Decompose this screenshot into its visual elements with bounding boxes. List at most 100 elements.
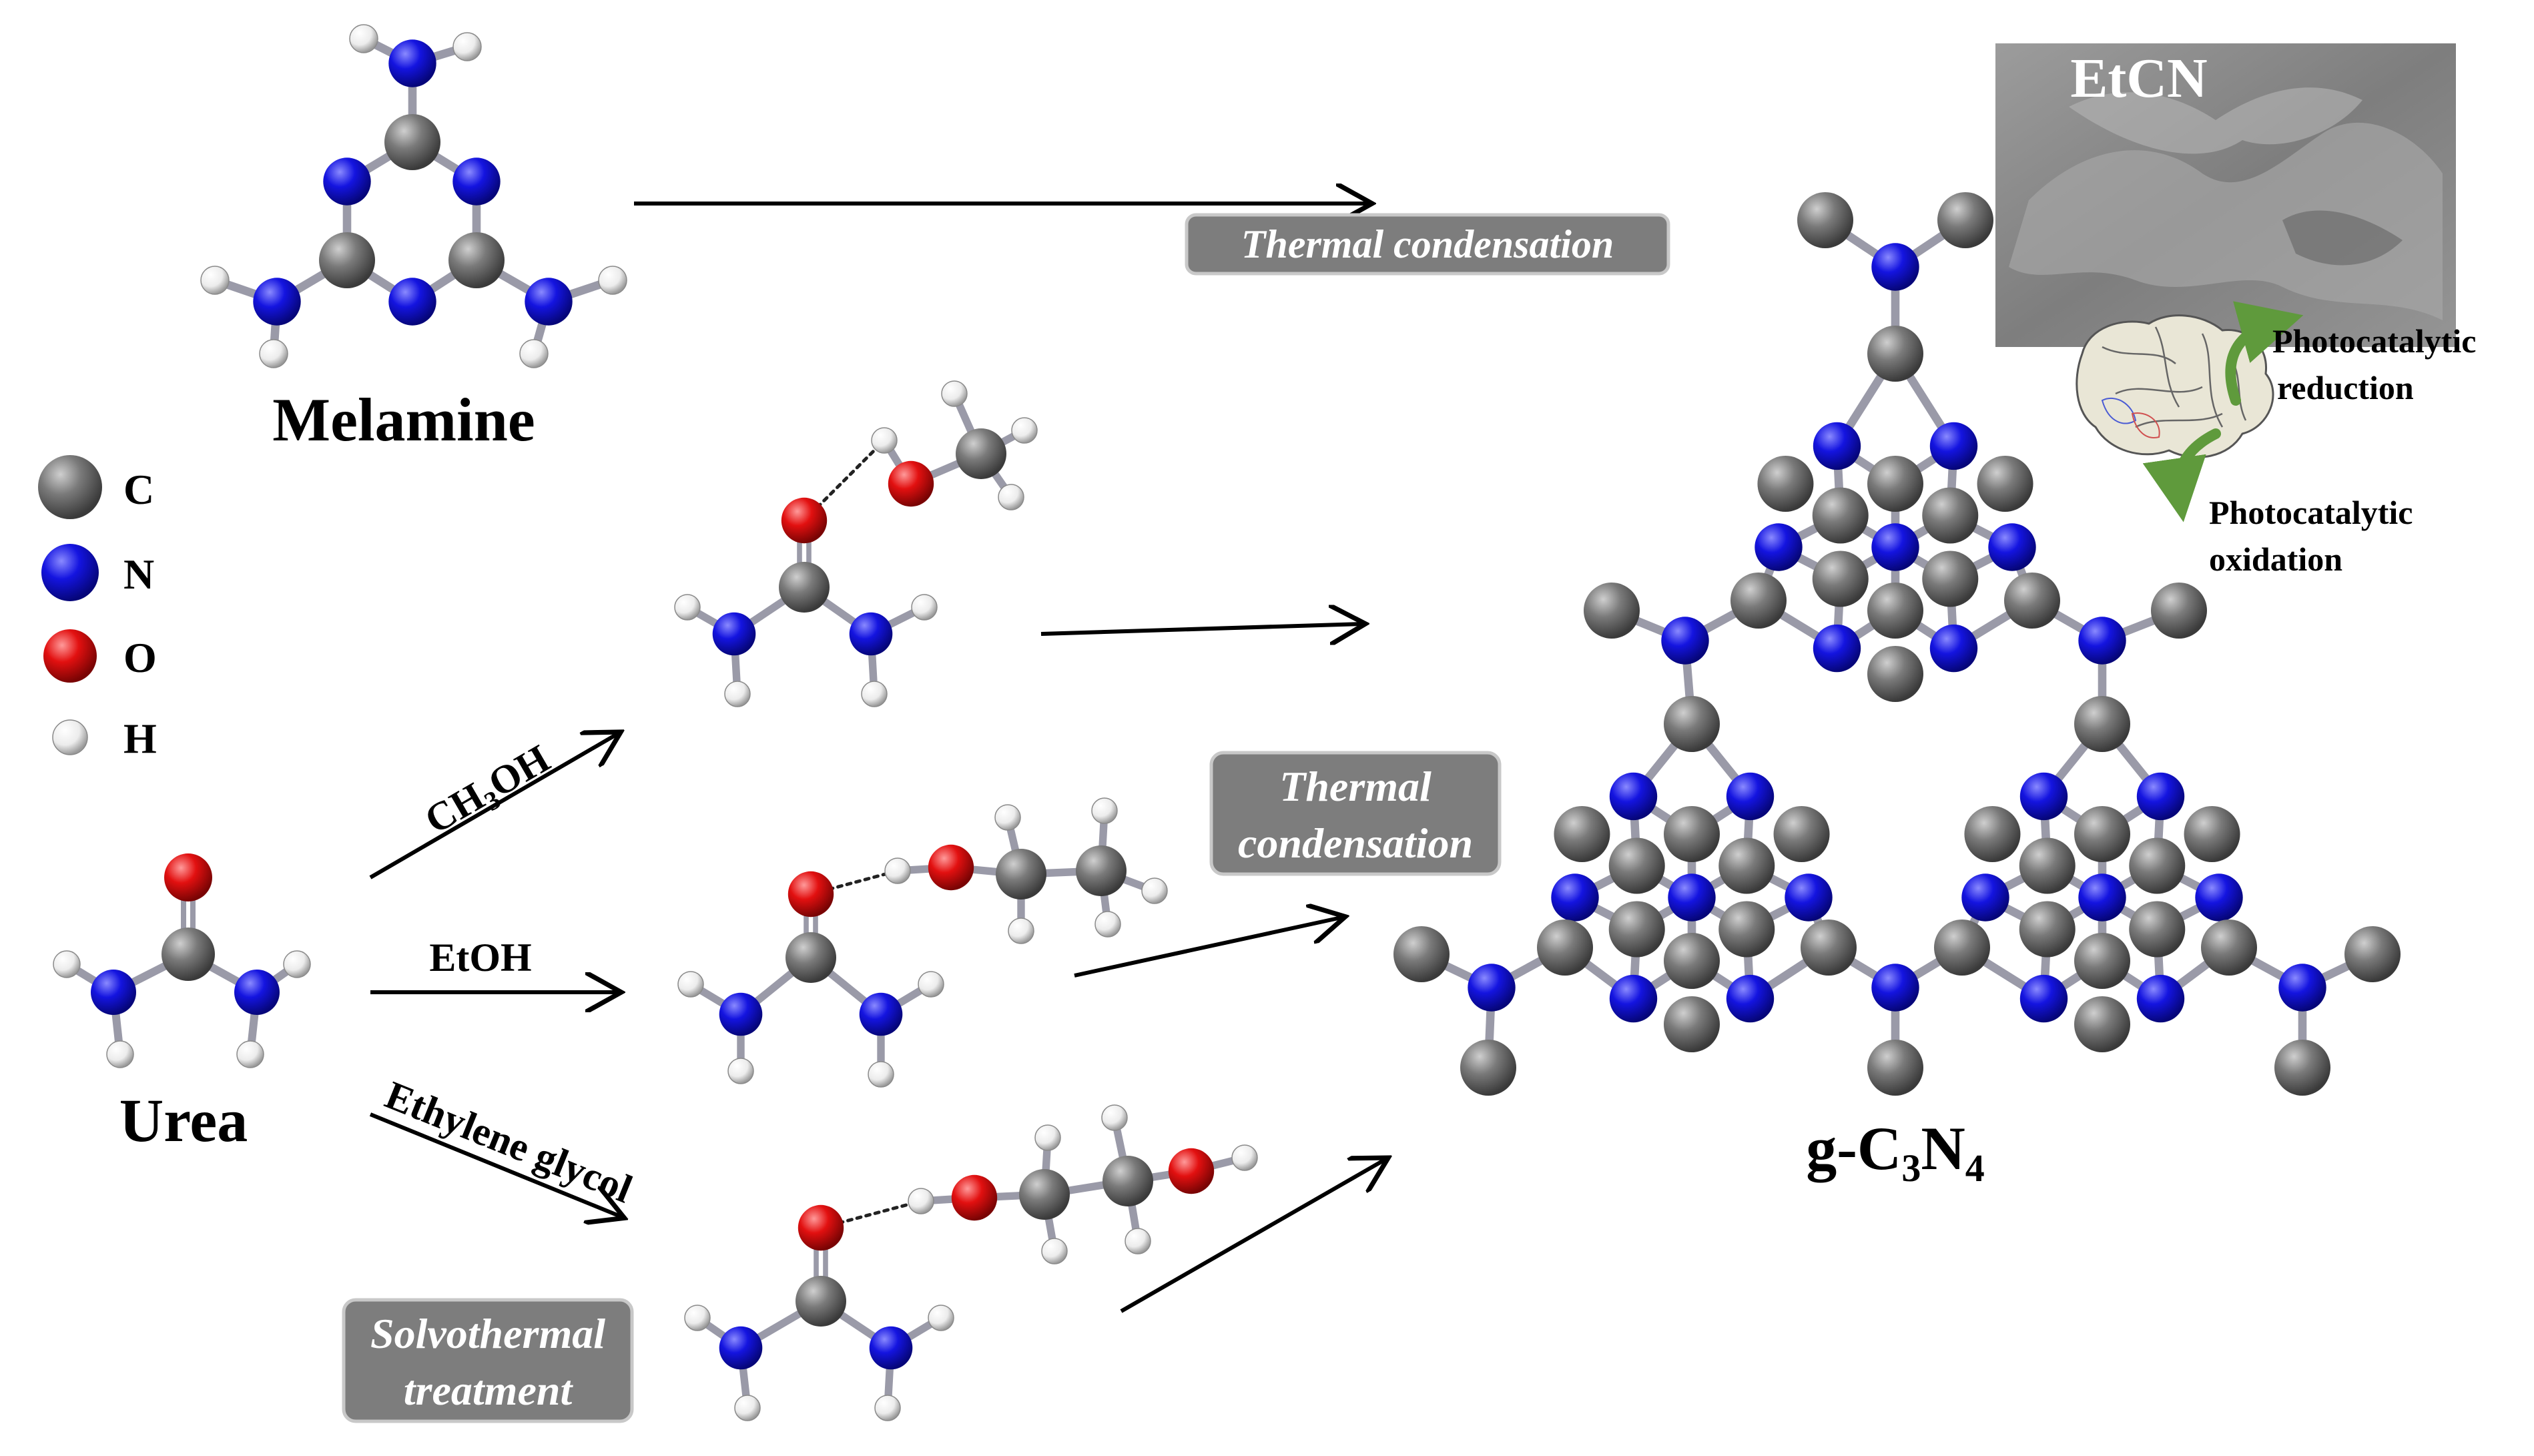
nitrogen-atom — [1813, 422, 1861, 470]
reagent-ethylene-glycol: Ethylene glycol — [380, 1073, 639, 1212]
carbon-atom — [2074, 696, 2130, 752]
hydrogen-atom — [106, 1040, 134, 1068]
carbon-atom — [1537, 920, 1593, 976]
hydrogen-atom — [994, 804, 1021, 831]
nitrogen-atom — [719, 992, 763, 1036]
hydrogen-atom — [283, 950, 311, 978]
carbon-atom — [2151, 583, 2207, 639]
photocatalytic-oxidation-line2: oxidation — [2209, 540, 2342, 578]
hydrogen-atom — [1101, 1104, 1128, 1131]
legend-carbon-label: C — [123, 466, 154, 513]
nitrogen-atom — [719, 1326, 763, 1370]
hydrogen-atom — [1091, 797, 1118, 824]
oxygen-atom — [787, 871, 834, 918]
carbon-atom — [2274, 1040, 2330, 1096]
nitrogen-atom — [1929, 422, 1978, 470]
hydrogen-atom — [941, 380, 968, 407]
carbon-atom — [1554, 806, 1610, 862]
solvothermal-treatment-box: Solvothermal treatment — [342, 1298, 634, 1423]
g-c3n4-structure — [1393, 192, 2401, 1096]
hydrogen-atom — [861, 681, 888, 707]
nitrogen-atom — [1609, 772, 1658, 821]
nitrogen-atom — [1813, 624, 1861, 673]
carbon-atom — [448, 232, 505, 288]
hydrogen-atom — [349, 24, 378, 53]
oxygen-atom — [164, 853, 212, 901]
nitrogen-atom — [1755, 523, 1803, 571]
particle-highlight-red — [2131, 412, 2160, 438]
hydrogen-atom — [724, 681, 751, 707]
carbon-atom — [384, 114, 440, 170]
solvothermal-treatment-box-bg — [342, 1298, 634, 1423]
nitrogen-atom — [91, 970, 136, 1015]
photocatalytic-oxidation-line1: Photocatalytic — [2209, 494, 2413, 531]
hydrogen-atom — [519, 339, 549, 368]
hydrogen-atom — [674, 594, 701, 621]
thermal-condensation-top-text: Thermal condensation — [1241, 222, 1614, 266]
hydrogen-atom — [1041, 1238, 1068, 1264]
product-label-sub2: 4 — [1965, 1146, 1985, 1190]
nitrogen-atom — [2195, 873, 2243, 922]
hydrogen-atom — [53, 950, 81, 978]
carbon-atom — [1801, 920, 1857, 976]
carbon-atom — [1867, 1040, 1923, 1096]
nitrogen-atom — [1929, 624, 1978, 673]
carbon-atom — [1718, 837, 1775, 894]
reagent-methanol: CH3OH — [417, 736, 559, 847]
carbon-atom — [1076, 845, 1127, 896]
particle-highlight-blue — [2101, 397, 2137, 424]
nitrogen-atom — [1668, 873, 1716, 922]
carbon-atom — [2019, 901, 2076, 958]
sem-texture — [2009, 122, 2443, 320]
hydrogen-atom — [734, 1395, 761, 1421]
oxygen-atom — [781, 497, 828, 544]
oxidation-arrow — [2142, 428, 2221, 522]
arrow-ethanol-complex-to-product — [1074, 918, 1341, 978]
legend-oxygen-sphere — [43, 629, 97, 683]
hydrogen-atom — [871, 427, 898, 454]
carbon-atom — [1964, 806, 2021, 862]
carbon-atom — [2019, 837, 2076, 894]
oxygen-atom — [951, 1174, 998, 1221]
hydrogen-atom — [868, 1061, 894, 1088]
carbon-atom — [1937, 192, 1993, 248]
arrow-urea-to-glycol — [369, 1112, 621, 1216]
nitrogen-atom — [712, 612, 756, 656]
particle-body — [2076, 314, 2274, 458]
nitrogen-atom — [1661, 617, 1709, 665]
hydrogen-atom — [1011, 417, 1038, 444]
photocatalytic-reduction-line1: Photocatalytic — [2272, 322, 2476, 360]
nitrogen-atom — [1988, 523, 2036, 571]
carbon-atom — [1867, 326, 1923, 382]
nitrogen-atom — [2136, 772, 2185, 821]
carbon-atom — [2201, 920, 2257, 976]
hydrogen-atom — [1034, 1124, 1061, 1151]
sem-image-inset: EtCN — [1995, 43, 2456, 347]
carbon-atom — [1584, 583, 1640, 639]
nitrogen-atom — [234, 970, 280, 1015]
carbon-atom — [1664, 806, 1720, 862]
carbon-atom — [1812, 551, 1869, 607]
sem-texture-2 — [2069, 87, 2362, 154]
carbon-atom — [1922, 487, 1979, 544]
urea-label: Urea — [119, 1086, 248, 1154]
nitrogen-atom — [253, 278, 301, 326]
urea-ethanol-complex — [677, 797, 1168, 1088]
arrow-glycol-complex-to-product — [1120, 1160, 1385, 1313]
carbon-atom — [1977, 456, 2033, 512]
oxygen-atom — [798, 1204, 844, 1251]
legend-nitrogen-sphere — [41, 544, 99, 601]
hydrogen-atom — [727, 1058, 754, 1084]
carbon-atom — [1797, 192, 1853, 248]
hydrogen-atom — [884, 857, 911, 884]
carbon-atom — [2129, 901, 2186, 958]
nitrogen-atom — [525, 278, 573, 326]
carbon-atom — [1393, 926, 1450, 982]
carbon-atom — [1019, 1169, 1070, 1220]
nitrogen-atom — [1871, 243, 1919, 291]
carbon-atom — [1664, 696, 1720, 752]
carbon-atom — [996, 849, 1046, 899]
carbon-atom — [1757, 456, 1814, 512]
carbon-atom — [1922, 551, 1979, 607]
nitrogen-atom — [2078, 617, 2126, 665]
